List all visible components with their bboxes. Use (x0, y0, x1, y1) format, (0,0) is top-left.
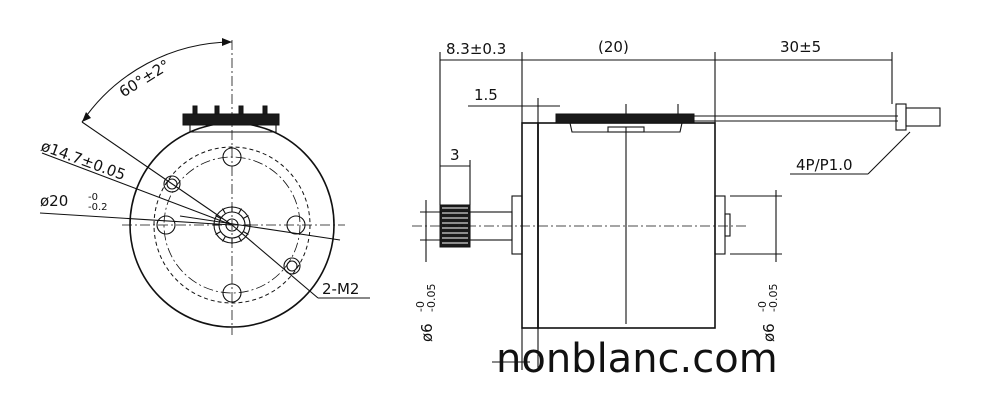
bolt-circle-leader (41, 152, 233, 226)
pinion-tooth (242, 215, 249, 219)
side-connector (555, 113, 695, 124)
rear-cap (714, 195, 726, 255)
rear-shaft-stub (724, 213, 731, 237)
side-view: 8.3±0.3 (20) 30±5 1.5 3 4P/P1.0 ø6 -0 -0… (412, 38, 941, 370)
front-boss (511, 195, 523, 255)
connector-block (182, 113, 280, 126)
flange-thk-label: 1.5 (474, 86, 498, 104)
end-connector-body (905, 107, 941, 127)
connector-leader (867, 131, 911, 175)
shaft-dia-right-label: ø6 (760, 323, 778, 342)
connector-label: 4P/P1.0 (796, 156, 853, 174)
pinion-gear-icon (213, 206, 251, 244)
angle-arrow-left (82, 112, 91, 122)
flange-dia-tol-lower: -0.2 (88, 202, 108, 213)
end-connector-housing (895, 103, 907, 131)
flange-dia-leader (39, 212, 233, 226)
pinion-tooth (215, 231, 222, 235)
angle-arrow-top (222, 38, 232, 46)
m2-hole-upper-left (163, 175, 181, 193)
pinion-tooth (238, 208, 242, 215)
angle-leg (81, 121, 233, 226)
angle-arc (81, 41, 233, 123)
pinion-tooth (222, 208, 226, 215)
pinion-tooth (222, 235, 226, 242)
gear-teeth (442, 207, 468, 244)
holes-label: 2-M2 (322, 280, 359, 298)
m2-hole-lower-right-inner (286, 260, 298, 272)
connector-pins (192, 105, 268, 115)
m2-hole-upper-left-inner (166, 178, 178, 190)
hole-left (156, 215, 176, 235)
angle-label: 60°±2° (116, 56, 173, 101)
flange-dia-tol-upper: -0 (88, 192, 98, 203)
shaft-dia-left-label: ø6 (418, 323, 436, 342)
hole-right (286, 215, 306, 235)
pinion-tooth (215, 215, 222, 219)
body-len-label: (20) (598, 38, 629, 56)
lead-len-label: 30±5 (780, 38, 821, 56)
side-connector-latch (607, 126, 645, 133)
flange-plate (521, 122, 539, 329)
shaft-dia-right-tol-upper: -0 (756, 301, 769, 312)
hole-bottom (222, 283, 242, 303)
flange-dia-extension (179, 215, 341, 241)
front-view: 60°±2° ø14.7±0.05 ø20 -0 -0.2 2-M2 (39, 38, 370, 335)
m2-hole-lower-right (283, 257, 301, 275)
shaft-dia-left-tol-lower: -0.05 (425, 284, 438, 312)
flange-len-label: 8.3±0.3 (446, 40, 506, 58)
shaft-dia-right-tol-lower: -0.05 (767, 284, 780, 312)
pinion-tooth (238, 235, 242, 242)
watermark-text: nonblanc.com (496, 336, 778, 382)
connector-base (189, 125, 277, 133)
pinion-tooth (242, 231, 249, 235)
hole-top (222, 147, 242, 167)
gear-len-label: 3 (450, 146, 460, 164)
shaft-dia-left-tol-upper: -0 (414, 301, 427, 312)
holes-leader (231, 224, 319, 299)
flange-dia-label: ø20 (40, 192, 68, 210)
